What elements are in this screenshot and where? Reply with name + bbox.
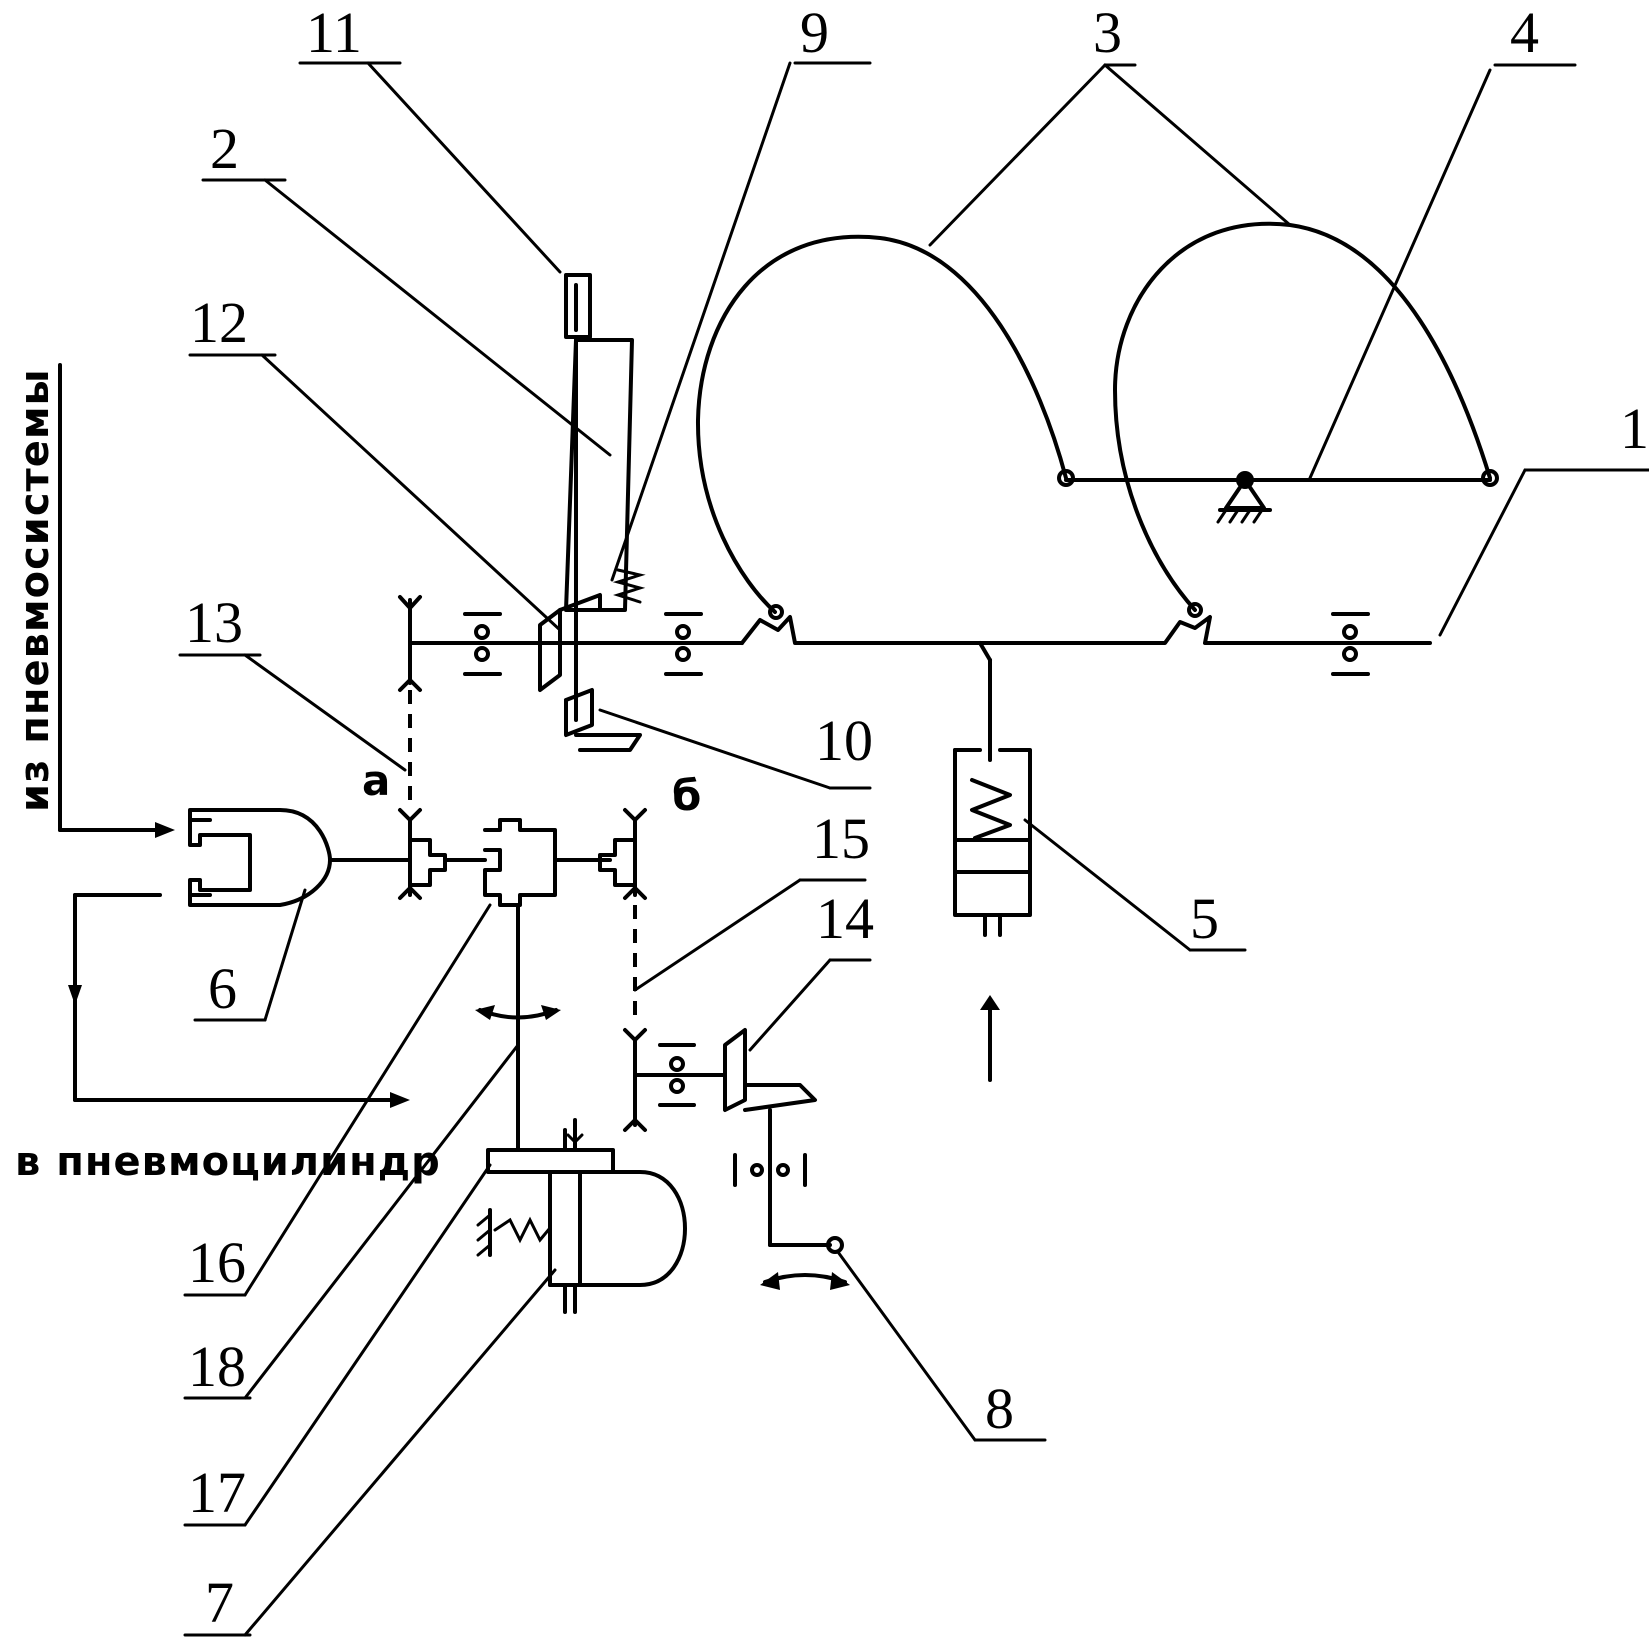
valve-unit [478,1120,685,1312]
label-16: 16 [188,1230,246,1295]
control-handle [540,275,640,750]
label-8: 8 [985,1376,1014,1441]
label-6: 6 [208,956,237,1021]
leader-lines [180,63,1649,1635]
sector-right [1115,224,1497,616]
label-1: 1 [1620,396,1649,461]
main-shaft [412,614,1430,674]
part-labels: 11 9 3 4 2 12 1 13 10 15 5 14 6 16 18 8 … [185,0,1649,1635]
label-7: 7 [205,1570,234,1635]
label-4: 4 [1510,0,1539,65]
lower-shaft [635,1030,850,1290]
spring-cylinder [955,643,1030,1080]
letter-a: а [362,756,390,805]
coupling-b [625,810,645,1130]
label-17: 17 [188,1460,246,1525]
label-11: 11 [306,0,362,65]
label-10: 10 [815,708,873,773]
label-12: 12 [190,290,248,355]
label-15: 15 [812,806,870,871]
label-5: 5 [1190,886,1219,951]
letter-b: б [672,771,701,820]
air-distributor [190,810,410,905]
caption-to-cylinder: в пневмоцилиндр [15,1139,441,1185]
sector-left [698,237,1073,618]
label-14: 14 [816,886,874,951]
label-13: 13 [185,590,243,655]
label-2: 2 [210,116,239,181]
label-18: 18 [188,1334,246,1399]
label-9: 9 [800,0,829,65]
label-3: 3 [1093,0,1122,65]
clutch-block [410,820,635,1150]
caption-from-pneumo: из пневмосистемы [12,368,58,812]
